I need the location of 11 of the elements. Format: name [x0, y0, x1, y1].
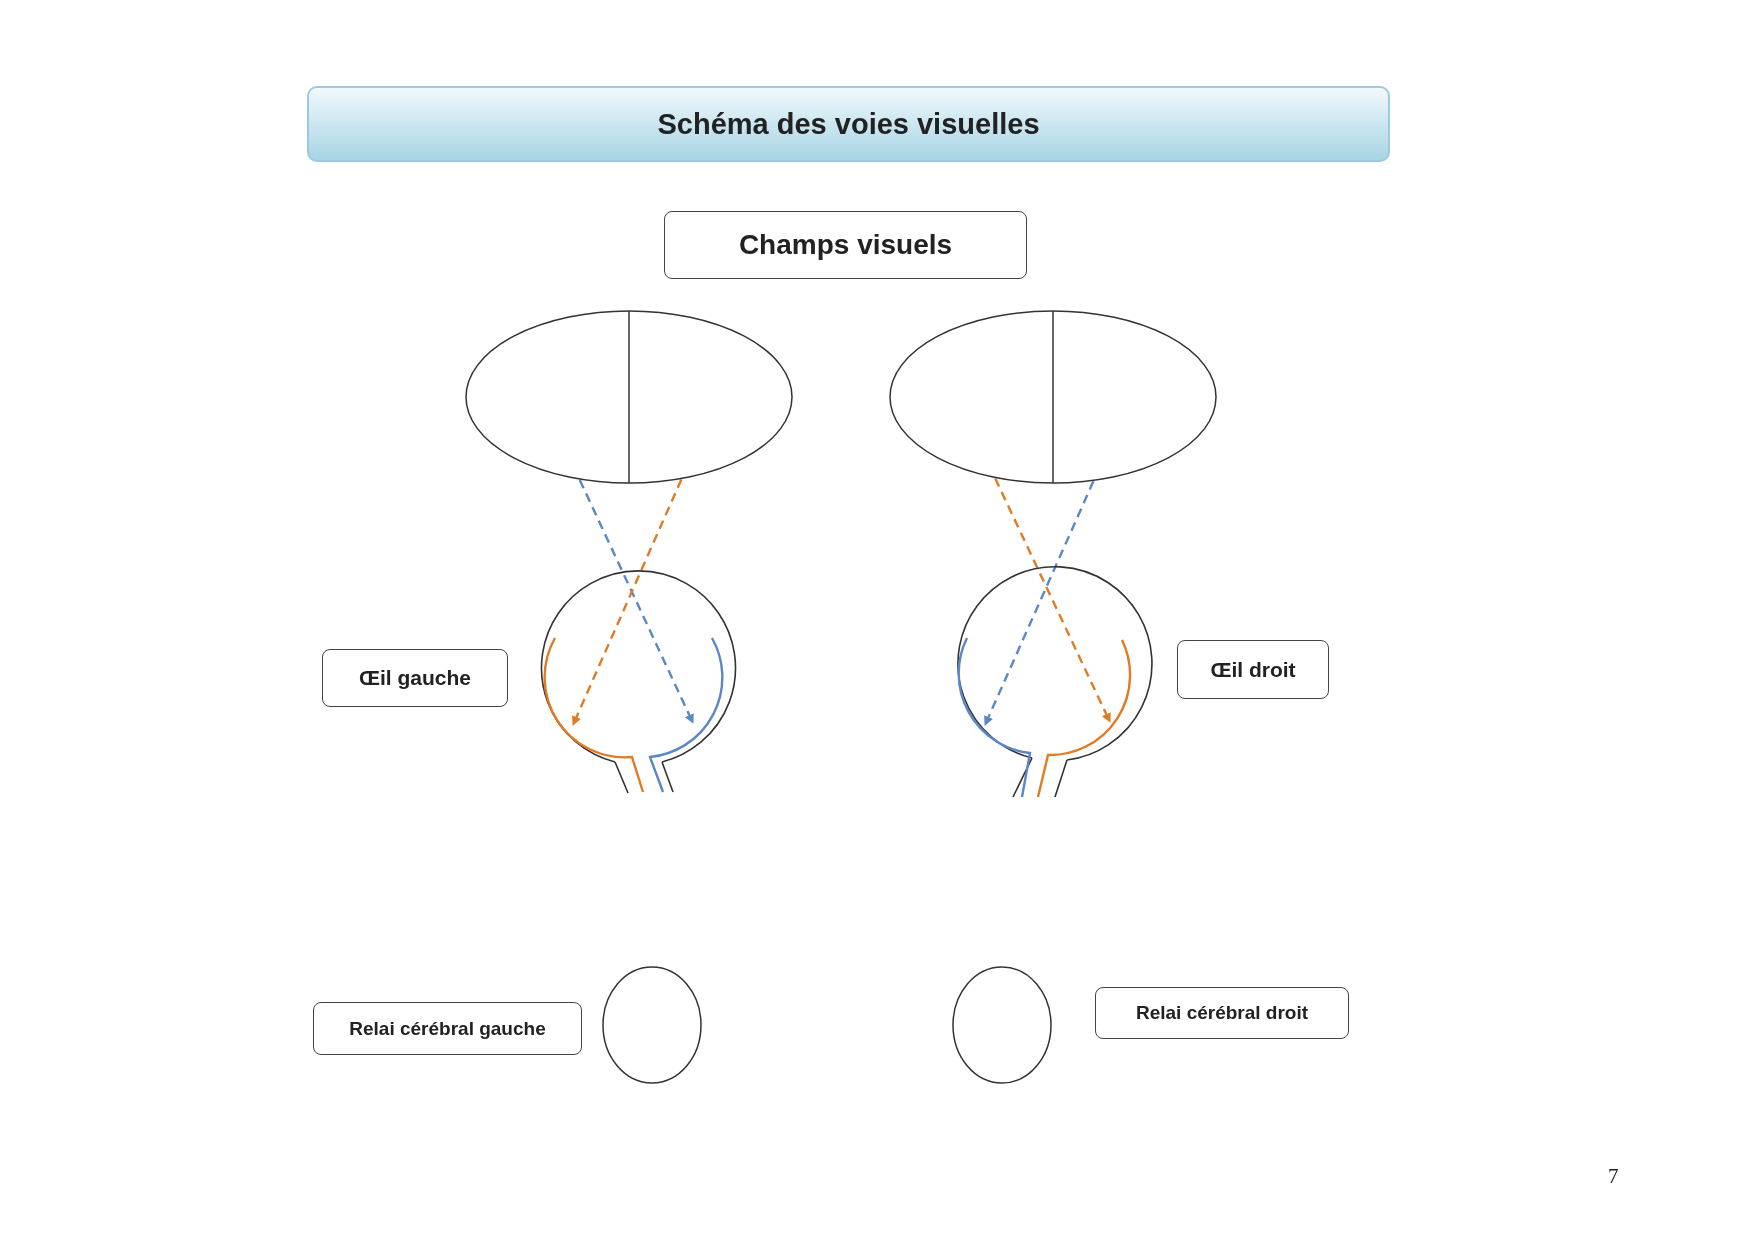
label-box: Relai cérébral droit — [1095, 987, 1349, 1039]
dashed-arrow — [983, 480, 1095, 726]
label-box: Œil droit — [1177, 640, 1329, 699]
heading-box: Champs visuels — [664, 211, 1027, 279]
page-number: 7 — [1608, 1164, 1619, 1189]
title-banner: Schéma des voies visuelles — [307, 86, 1390, 162]
dashed-arrow — [578, 479, 695, 724]
label-box: Relai cérébral gauche — [313, 1002, 582, 1055]
dashed-arrow — [571, 478, 683, 726]
dashed-arrow — [994, 477, 1112, 723]
label-box: Œil gauche — [322, 649, 508, 707]
